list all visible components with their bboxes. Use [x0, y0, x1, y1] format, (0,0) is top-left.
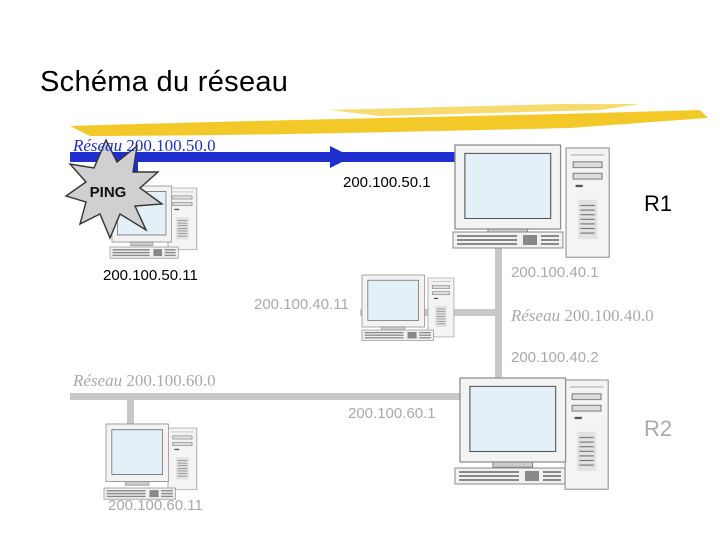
ip-host-60-11: 200.100.60.11 — [108, 497, 203, 514]
ip-host-50-11: 200.100.50.11 — [103, 267, 198, 284]
ip-r2-60-1: 200.100.60.1 — [348, 405, 436, 422]
title-underline — [70, 104, 708, 136]
ip-r1-50-1: 200.100.50.1 — [343, 174, 431, 191]
router-r2-computer — [454, 377, 609, 490]
ping-label: PING — [90, 184, 127, 201]
router-r2-label: R2 — [644, 416, 673, 441]
link-network-60 — [70, 393, 465, 438]
network-label-40: Réseau 200.100.40.0 — [511, 306, 654, 325]
ip-host-40-11: 200.100.40.11 — [254, 296, 349, 313]
ip-r1-40-1: 200.100.40.1 — [511, 264, 599, 281]
host-40-11-computer — [361, 274, 455, 341]
host-60-11-computer — [103, 423, 198, 500]
network-label-50: Réseau 200.100.50.0 — [73, 136, 216, 155]
network-label-60: Réseau 200.100.60.0 — [73, 371, 216, 390]
router-r1-computer — [452, 144, 610, 258]
page-title: Schéma du réseau — [40, 66, 289, 98]
ping-burst: PING — [64, 138, 164, 240]
router-r1-label: R1 — [644, 191, 673, 216]
ip-r2-40-2: 200.100.40.2 — [511, 349, 599, 366]
